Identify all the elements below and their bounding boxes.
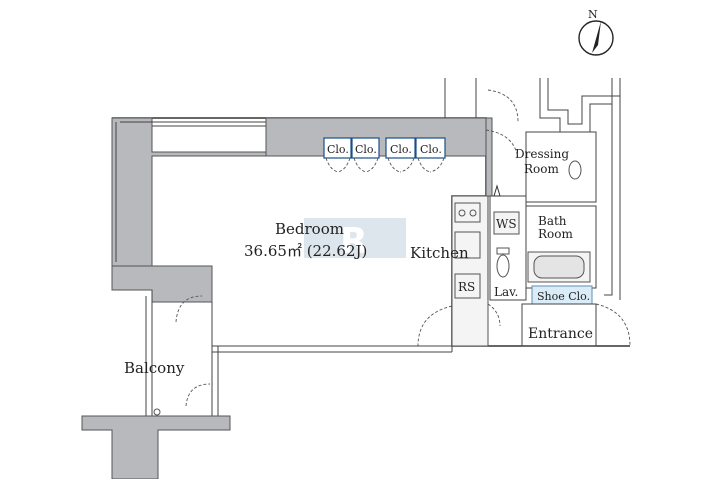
watermark-text: R <box>340 221 368 262</box>
entrance-area <box>487 303 631 347</box>
balcony-label: Balcony <box>124 359 185 377</box>
dressing-room-label-1: Dressing <box>515 147 569 161</box>
corridor-doors <box>417 89 519 347</box>
ws-label: WS <box>496 217 517 231</box>
compass-letter: N <box>588 8 598 21</box>
shoe-closet: Shoe Clo. <box>531 285 593 305</box>
bath-room-label-1: Bath <box>538 214 567 228</box>
toilet-icon <box>496 254 510 278</box>
bedroom-label: Bedroom <box>275 220 344 238</box>
closet-box <box>385 137 416 159</box>
north-arrow-icon: N <box>578 8 614 56</box>
shoe-closet-label: Shoe Clo. <box>537 290 590 303</box>
closet-box <box>415 137 446 159</box>
rs-label: RS <box>458 280 475 294</box>
closet-label: Clo. <box>355 143 377 156</box>
dressing-room-label-2: Room <box>524 162 559 176</box>
watermark: R <box>304 218 406 262</box>
toilet-room: WS Lav. <box>489 184 527 301</box>
balcony <box>81 290 231 479</box>
closet-box <box>323 137 352 159</box>
bedroom-area: 36.65㎡ (22.62J) <box>244 242 367 260</box>
dressing-room <box>525 131 597 203</box>
closet-row: Clo. Clo. Clo. Clo. <box>323 137 446 173</box>
closet-label: Clo. <box>390 143 412 156</box>
kitchen-area <box>451 195 489 347</box>
closet-box <box>351 137 380 159</box>
kitchen-label: Kitchen <box>410 244 469 262</box>
closet-label: Clo. <box>420 143 442 156</box>
south-wall <box>212 345 453 353</box>
stove-icon <box>454 202 481 223</box>
refrigerator-space: RS <box>454 273 481 299</box>
sink-icon <box>454 231 481 259</box>
entrance-label: Entrance <box>528 326 593 342</box>
lav-label: Lav. <box>494 285 518 299</box>
bath-room <box>525 205 597 289</box>
bath-room-label-2: Room <box>538 227 573 241</box>
closet-label: Clo. <box>327 143 349 156</box>
exterior-walls-upper <box>444 78 621 300</box>
